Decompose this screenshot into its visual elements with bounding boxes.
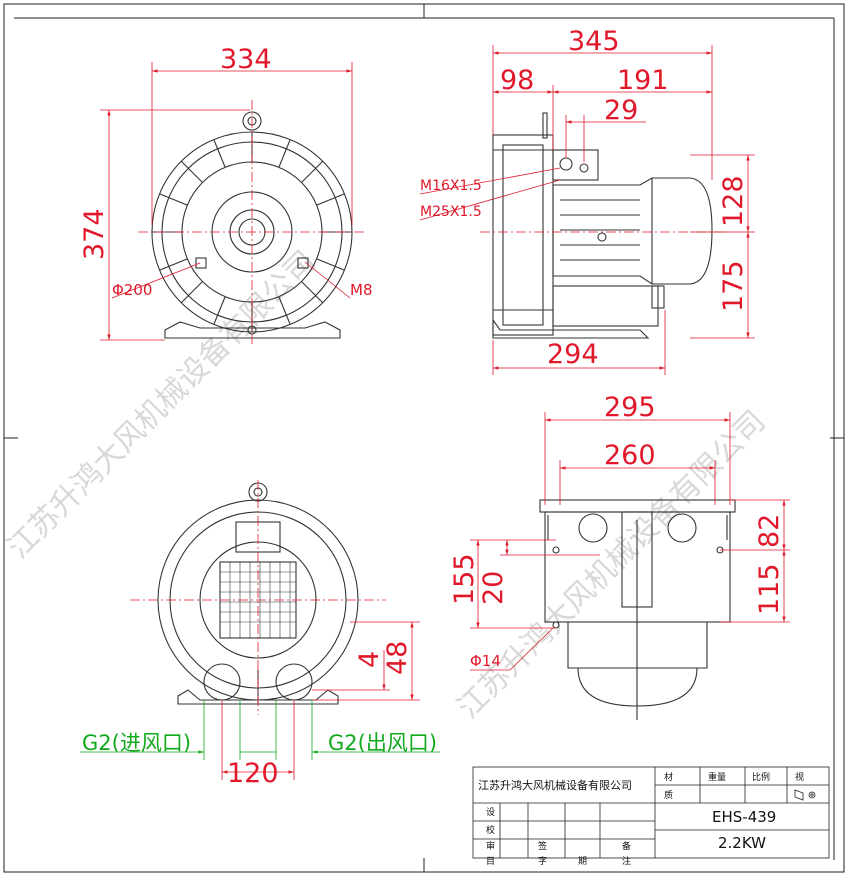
dim-175: 175: [718, 260, 749, 312]
dim-m16: M16X1.5: [420, 178, 482, 194]
side-bottom-dimensions: [470, 412, 790, 671]
front-view-top-centerlines: [138, 100, 366, 345]
dim-82: 82: [754, 514, 785, 548]
svg-text:江苏升鸿大风机械设备有限公司: 江苏升鸿大风机械设备有限公司: [1, 244, 323, 566]
dim-345: 345: [568, 26, 620, 57]
tb-hdr-sign: 签: [538, 840, 547, 852]
tb-row-quality: 质: [664, 789, 673, 801]
dim-outlet: G2(出风口): [328, 731, 437, 755]
front-view-bottom-centerlines: [130, 480, 386, 715]
tb-power: 2.2KW: [718, 834, 766, 852]
dim-inlet: G2(进风口): [82, 731, 191, 755]
dim-29: 29: [604, 95, 638, 126]
dim-295: 295: [604, 392, 656, 423]
projection-symbol-icon: [794, 789, 816, 801]
dim-98: 98: [500, 65, 534, 96]
dim-phi14: Φ14: [470, 652, 501, 670]
tb-row-date: 目: [486, 856, 495, 867]
dim-115: 115: [754, 563, 785, 615]
dim-120: 120: [227, 758, 279, 789]
dim-4: 4: [354, 651, 385, 668]
title-block-text: 江苏升鸿大风机械设备有限公司 材 质 重量 比例 视 设 校 审 签 备 目 字…: [478, 771, 804, 867]
dim-155: 155: [449, 553, 480, 605]
sheet-border: [3, 3, 845, 873]
dim-260: 260: [604, 440, 656, 471]
dim-374: 374: [79, 208, 110, 260]
tb-company: 江苏升鸿大风机械设备有限公司: [478, 778, 632, 792]
tb-row-design: 设: [486, 807, 495, 818]
tb-col-scale: 比例: [752, 771, 770, 783]
dim-48: 48: [382, 641, 413, 675]
tb-hdr-note: 备: [622, 840, 631, 852]
dim-191: 191: [617, 65, 669, 96]
dim-m8: M8: [350, 281, 373, 299]
tb-col-view: 视: [795, 771, 804, 783]
tb-hdr-char: 字: [538, 855, 547, 867]
side-view-top: [492, 112, 713, 339]
tb-row-audit: 审: [486, 840, 495, 852]
title-block: [472, 766, 830, 859]
dim-20: 20: [478, 571, 509, 605]
tb-hdr-period: 期: [578, 856, 587, 867]
tb-row-check: 校: [486, 824, 495, 836]
dim-334: 334: [220, 44, 272, 75]
side-top-dimensions: [419, 45, 755, 375]
dim-128: 128: [718, 175, 749, 227]
tb-col-material: 材: [664, 771, 673, 783]
front-bottom-dimensions: [221, 621, 420, 780]
tb-model: EHS-439: [712, 808, 776, 826]
dim-m25: M25X1.5: [420, 204, 482, 220]
front-top-dimensions: [100, 62, 353, 341]
dim-294: 294: [547, 339, 599, 370]
front-bottom-port-leaders: [80, 700, 440, 760]
dim-phi200: Φ200: [112, 281, 152, 299]
tb-hdr-remark: 注: [622, 855, 631, 867]
tb-col-weight: 重量: [708, 771, 726, 783]
